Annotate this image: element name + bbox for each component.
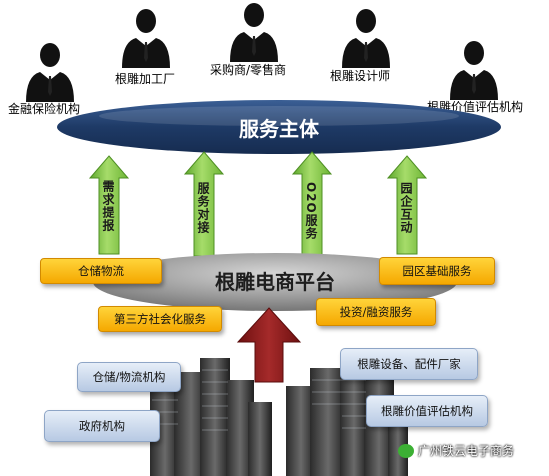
service-box-finance: 投资/融资服务 xyxy=(316,298,436,326)
person-icon xyxy=(338,6,394,68)
role-label: 根雕加工厂 xyxy=(115,72,176,86)
arrow-label-demand: 需求提报 xyxy=(101,180,115,232)
arrow-label-interaction: 园企互动 xyxy=(399,182,413,234)
up-arrow-icon xyxy=(386,155,428,255)
service-subject-ellipse xyxy=(57,100,501,154)
platform-ellipse xyxy=(93,253,457,311)
service-box-third-party: 第三方社会化服务 xyxy=(98,306,222,332)
person-icon xyxy=(118,6,174,68)
arrow-label-service: 服务对接 xyxy=(196,182,210,234)
watermark: 广州铁云电子商务 xyxy=(398,442,514,459)
role-label: 采购商/零售商 xyxy=(210,63,287,77)
org-box-government: 政府机构 xyxy=(44,410,160,442)
city-buildings-image xyxy=(150,356,408,476)
arrow-label-o2o: O2O服务 xyxy=(304,182,318,240)
org-box-equipment: 根雕设备、配件厂家 xyxy=(340,348,478,380)
watermark-text: 广州铁云电子商务 xyxy=(418,444,515,458)
platform-label: 根雕电商平台 xyxy=(215,270,335,294)
role-label: 根雕设计师 xyxy=(330,69,391,83)
service-box-park: 园区基础服务 xyxy=(379,257,495,285)
support-arrow-icon xyxy=(236,307,302,383)
role-label: 金融保险机构 xyxy=(8,102,81,116)
up-arrow-icon xyxy=(88,155,130,255)
service-subject-label: 服务主体 xyxy=(239,117,319,141)
service-box-warehouse: 仓储物流 xyxy=(40,258,162,284)
person-icon xyxy=(226,0,282,62)
person-icon xyxy=(22,40,78,102)
org-box-logistics: 仓储/物流机构 xyxy=(77,362,181,392)
person-icon xyxy=(446,38,502,100)
wechat-icon xyxy=(398,443,414,458)
org-box-valuation: 根雕价值评估机构 xyxy=(366,395,488,427)
